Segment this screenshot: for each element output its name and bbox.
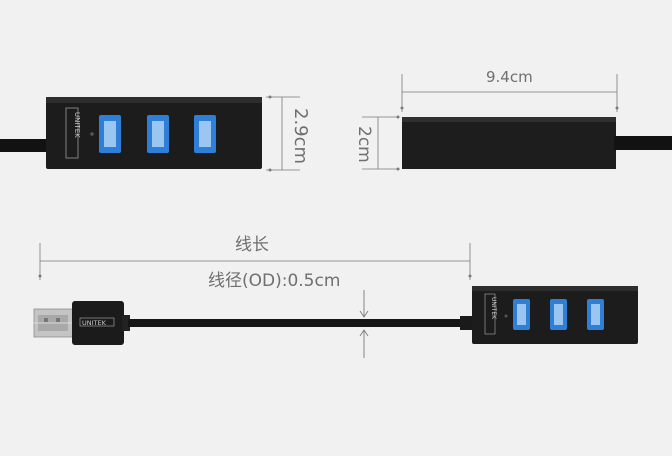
usb-port — [587, 299, 604, 330]
brand-logo-text: UNITEK — [73, 112, 81, 138]
height-dimension-side — [362, 116, 398, 170]
usb-a-plug — [33, 308, 75, 338]
usb-port — [99, 115, 121, 153]
cable-right — [614, 136, 672, 150]
usb-port — [147, 115, 169, 153]
plug-housing — [72, 301, 124, 345]
hub-front-view: UNITEK — [0, 95, 300, 172]
hub-side-view — [362, 74, 672, 171]
usb-port — [513, 299, 530, 330]
cable-left — [0, 139, 48, 152]
led-indicator — [504, 314, 508, 318]
height-side-label: 2cm — [354, 126, 374, 163]
led-indicator — [90, 132, 94, 136]
cable-view: UNITEK UNITEK — [33, 243, 638, 358]
cable — [128, 319, 462, 327]
svg-text:UNITEK: UNITEK — [490, 297, 497, 320]
usb-port — [194, 115, 216, 153]
plug-brand-text: UNITEK — [82, 319, 107, 327]
brand-logo-front — [65, 107, 79, 159]
cable-od-label: 线径(OD):0.5cm — [208, 271, 341, 291]
cable-length-label: 线长 — [235, 235, 269, 255]
hub-side-body — [402, 117, 616, 169]
cable-length-dimension — [39, 243, 471, 280]
length-dimension — [401, 74, 618, 112]
height-dimension-front — [266, 96, 300, 171]
length-label: 9.4cm — [486, 68, 533, 86]
usb-port — [550, 299, 567, 330]
height-front-label: 2.9cm — [290, 108, 311, 165]
